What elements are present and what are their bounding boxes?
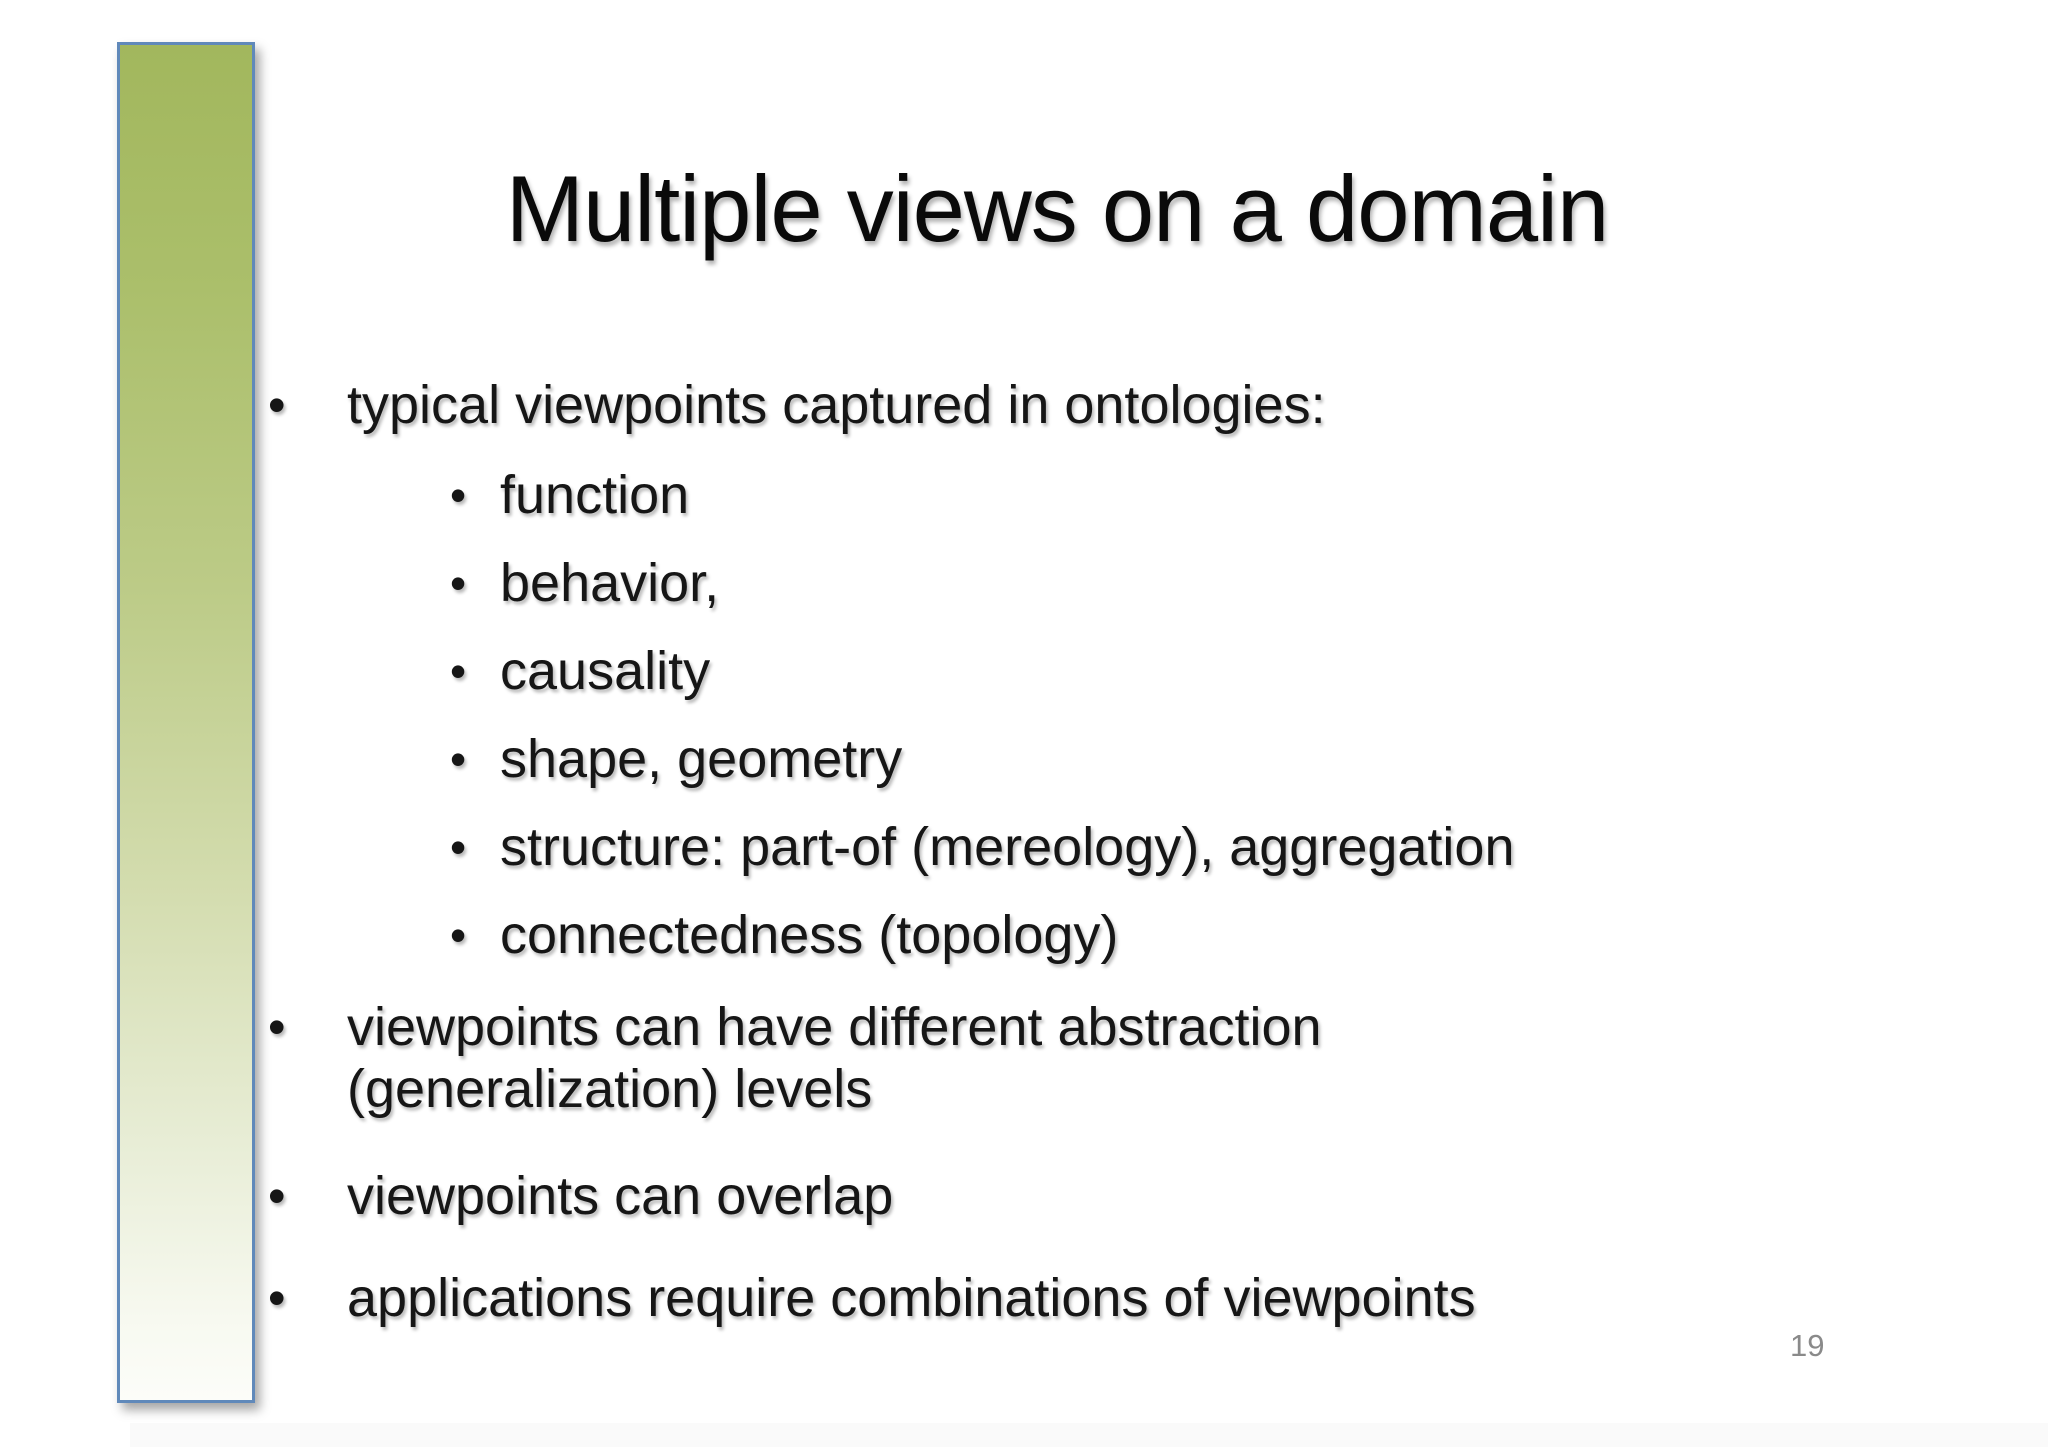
slide-title: Multiple views on a domain: [505, 156, 1610, 261]
bullet-text: behavior,: [500, 553, 720, 613]
bullet-icon: •: [450, 469, 467, 521]
bullet-text: typical viewpoints captured in ontologie…: [347, 375, 1326, 435]
bullet-icon: •: [450, 821, 467, 873]
accent-bar: [117, 42, 255, 1403]
bullet-text: connectedness (topology): [500, 905, 1119, 965]
bullet-text-line: viewpoints can have different abstractio…: [347, 997, 1322, 1057]
page-number: 19: [1790, 1328, 1825, 1363]
bullet-icon: •: [450, 733, 467, 785]
bullet-text: function: [500, 465, 690, 525]
bullet-icon: •: [268, 1270, 286, 1326]
slide-bottom-edge: [130, 1423, 2048, 1447]
bullet-text: shape, geometry: [500, 729, 903, 789]
bullet-icon: •: [268, 1168, 286, 1224]
bullet-icon: •: [268, 999, 286, 1055]
bullet-text: causality: [500, 641, 711, 701]
bullet-text: viewpoints can have different abstractio…: [347, 996, 1322, 1120]
bullet-text: applications require combinations of vie…: [347, 1268, 1476, 1328]
bullet-icon: •: [450, 645, 467, 697]
bullet-icon: •: [450, 909, 467, 961]
bullet-text: viewpoints can overlap: [347, 1166, 894, 1226]
bullet-icon: •: [450, 557, 467, 609]
bullet-text-line: (generalization) levels: [347, 1059, 873, 1119]
bullet-text: structure: part-of (mereology), aggregat…: [500, 817, 1515, 877]
bullet-icon: •: [268, 377, 286, 433]
